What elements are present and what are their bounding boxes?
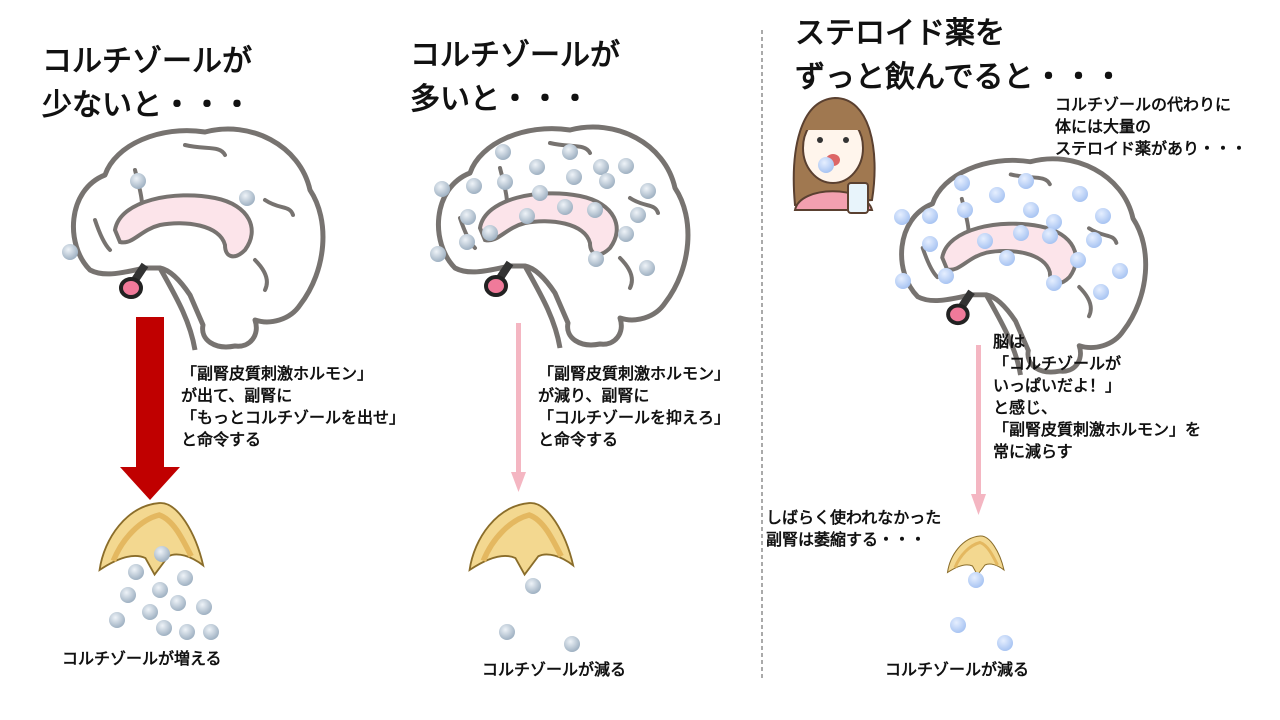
cortisol-dot bbox=[154, 546, 170, 562]
adrenal-gland-3 bbox=[946, 534, 1006, 577]
cortisol-dot bbox=[120, 587, 136, 603]
cortisol-dot bbox=[519, 208, 535, 224]
cortisol-dot bbox=[482, 225, 498, 241]
cortisol-dot bbox=[566, 169, 582, 185]
steroid-dot bbox=[977, 233, 993, 249]
panel-2-title: コルチゾールが 多いと・・・ bbox=[410, 38, 620, 117]
cortisol-dot bbox=[618, 226, 634, 242]
red-arrow bbox=[120, 317, 180, 500]
cortisol-dot bbox=[532, 185, 548, 201]
cortisol-dot bbox=[130, 173, 146, 189]
cortisol-dot bbox=[529, 159, 545, 175]
steroid-dot bbox=[1112, 263, 1128, 279]
cortisol-dot bbox=[618, 158, 634, 174]
cortisol-dot bbox=[639, 260, 655, 276]
steroid-dot bbox=[895, 273, 911, 289]
panel-3-title: ステロイド薬を ずっと飲んでると・・・ bbox=[795, 16, 1124, 95]
steroid-dot bbox=[997, 635, 1013, 651]
cortisol-dot bbox=[630, 207, 646, 223]
cortisol-dot bbox=[434, 181, 450, 197]
brain-illustration-1 bbox=[73, 129, 323, 350]
cortisol-dot bbox=[460, 209, 476, 225]
steroid-dot bbox=[968, 572, 984, 588]
steroid-dot bbox=[957, 202, 973, 218]
cortisol-dot bbox=[109, 612, 125, 628]
steroid-dot bbox=[1093, 284, 1109, 300]
steroid-dot bbox=[894, 209, 910, 225]
steroid-dot bbox=[954, 175, 970, 191]
steroid-dot bbox=[1072, 186, 1088, 202]
cortisol-dot bbox=[459, 234, 475, 250]
cortisol-dot bbox=[497, 174, 513, 190]
panel-3-note: 脳は 「コルチゾールが いっぱいだよ！」 と感じ、 「副腎皮質刺激ホルモン」を … bbox=[993, 332, 1202, 461]
steroid-dot bbox=[1023, 202, 1039, 218]
cortisol-dot bbox=[170, 595, 186, 611]
steroid-dot bbox=[1046, 214, 1062, 230]
steroid-dot bbox=[989, 187, 1005, 203]
steroid-dot bbox=[938, 268, 954, 284]
cortisol-dot bbox=[128, 564, 144, 580]
cortisol-dot bbox=[599, 173, 615, 189]
girl-illustration bbox=[792, 96, 876, 214]
adrenal-gland-2 bbox=[470, 503, 574, 575]
cortisol-dot bbox=[203, 624, 219, 640]
pink-arrow-3 bbox=[971, 345, 986, 515]
cortisol-dot bbox=[177, 570, 193, 586]
adrenal-gland-1 bbox=[100, 503, 204, 575]
steroid-dot bbox=[1018, 173, 1034, 189]
cortisol-dot bbox=[179, 624, 195, 640]
cortisol-dot bbox=[152, 582, 168, 598]
cortisol-dot bbox=[588, 251, 604, 267]
steroid-dot bbox=[922, 208, 938, 224]
panel-3-adrenal-note: しばらく使われなかった 副腎は萎縮する・・・ bbox=[766, 508, 942, 549]
steroid-dot bbox=[950, 617, 966, 633]
cortisol-dot bbox=[499, 624, 515, 640]
cortisol-dot bbox=[156, 620, 172, 636]
pink-arrow-2 bbox=[511, 323, 526, 492]
steroid-dot bbox=[1070, 252, 1086, 268]
brain-illustration-2 bbox=[438, 127, 688, 348]
steroid-dot bbox=[1046, 275, 1062, 291]
panel-3-side-note: コルチゾールの代わりに 体には大量の ステロイド薬があり・・・ bbox=[1055, 95, 1248, 158]
cortisol-dot bbox=[562, 144, 578, 160]
cortisol-dot bbox=[466, 178, 482, 194]
steroid-dot bbox=[1095, 208, 1111, 224]
cortisol-dot bbox=[525, 578, 541, 594]
cortisol-dot bbox=[564, 636, 580, 652]
cortisol-dot bbox=[196, 599, 212, 615]
cortisol-dot bbox=[142, 604, 158, 620]
panel-2-note: 「副腎皮質刺激ホルモン」 が減り、副腎に 「コルチゾールを抑えろ」 と命令する bbox=[538, 364, 731, 449]
steroid-dot bbox=[999, 250, 1015, 266]
cortisol-dot bbox=[62, 244, 78, 260]
cortisol-dot bbox=[587, 202, 603, 218]
cortisol-dot bbox=[430, 246, 446, 262]
panel-3-caption: コルチゾールが減る bbox=[885, 660, 1030, 679]
cortisol-dot bbox=[239, 190, 255, 206]
panel-2-caption: コルチゾールが減る bbox=[482, 660, 627, 679]
steroid-dot bbox=[922, 236, 938, 252]
steroid-dot bbox=[818, 157, 834, 173]
steroid-dot bbox=[1086, 232, 1102, 248]
cortisol-dot bbox=[593, 159, 609, 175]
panel-1-note: 「副腎皮質刺激ホルモン」 が出て、副腎に 「もっとコルチゾールを出せ」 と命令す… bbox=[181, 364, 406, 449]
steroid-dot bbox=[1042, 228, 1058, 244]
cortisol-dot bbox=[557, 199, 573, 215]
panel-1-caption: コルチゾールが増える bbox=[62, 649, 222, 668]
panel-1-title: コルチゾールが 少ないと・・・ bbox=[42, 44, 252, 123]
steroid-dot bbox=[1013, 225, 1029, 241]
cortisol-dot bbox=[640, 183, 656, 199]
cortisol-dot bbox=[495, 144, 511, 160]
